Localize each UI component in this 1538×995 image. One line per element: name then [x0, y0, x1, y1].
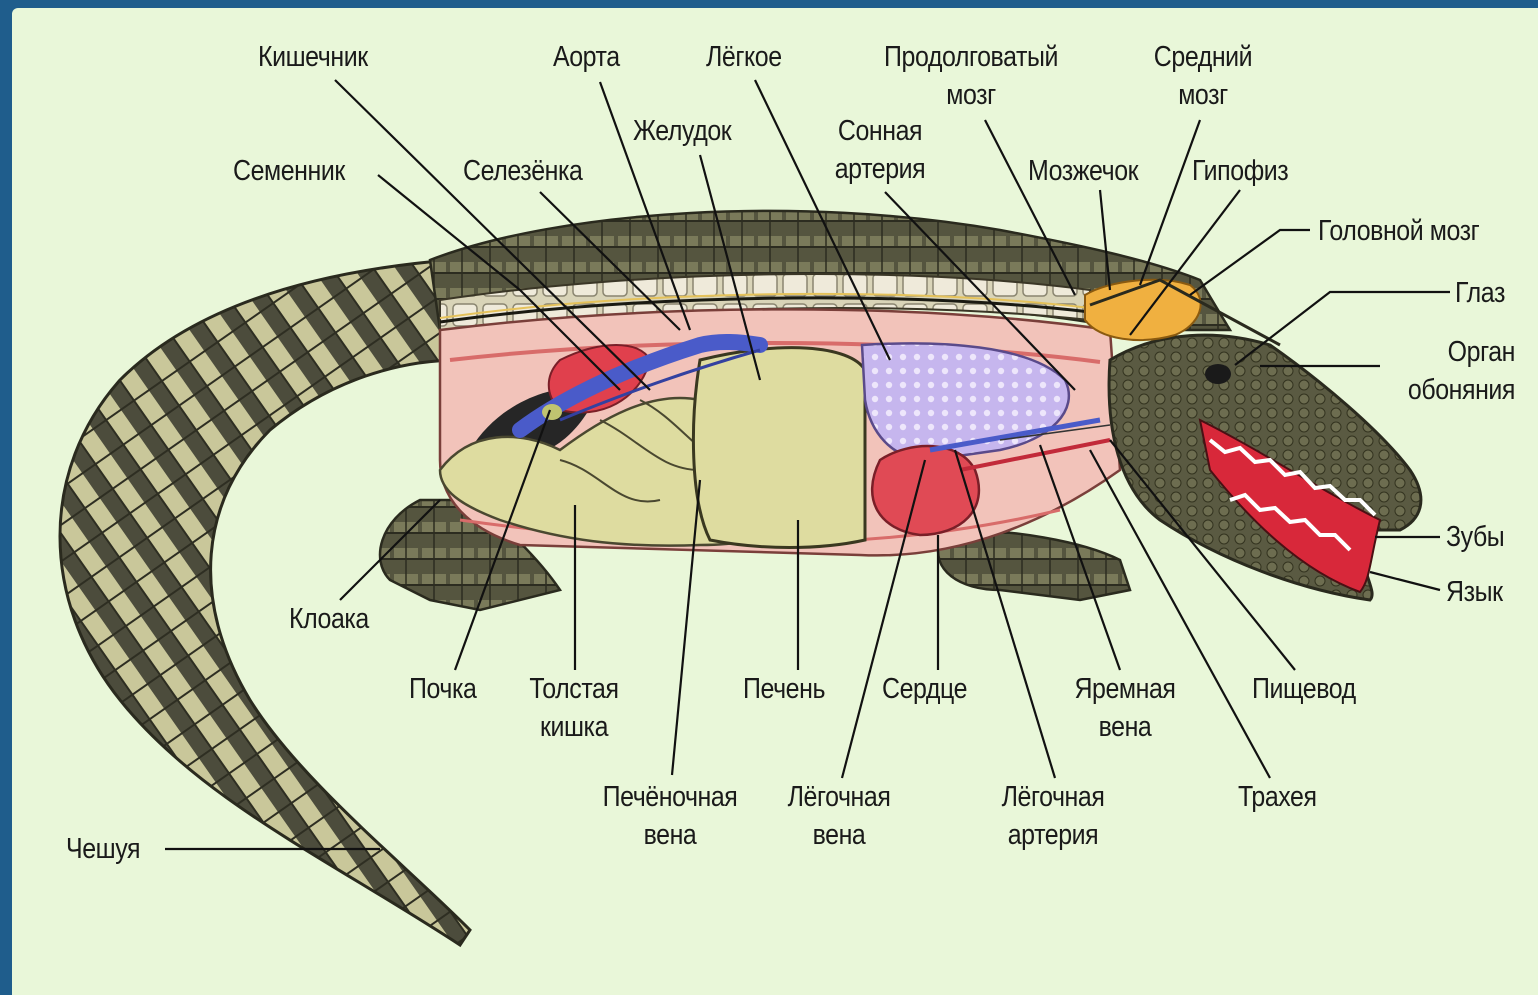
label-yazyk: Язык — [1446, 573, 1503, 611]
label-mozzhechok: Мозжечок — [1028, 152, 1138, 190]
label-kishechnik: Кишечник — [258, 38, 368, 76]
label-pishchevod: Пищевод — [1252, 670, 1356, 708]
label-zheludok: Желудок — [633, 112, 731, 150]
label-pechen: Печень — [743, 670, 825, 708]
label-gipofiz: Гипофиз — [1192, 152, 1288, 190]
label-trakheya: Трахея — [1238, 778, 1317, 816]
label-cheshuya: Чешуя — [66, 830, 140, 868]
label-kloaka: Клоака — [289, 600, 369, 638]
label-aorta: Аорта — [553, 38, 620, 76]
label-legkoe: Лёгкое — [706, 38, 782, 76]
label-serdce: Сердце — [882, 670, 967, 708]
label-pochka: Почка — [409, 670, 476, 708]
label-selezenka: Селезёнка — [463, 152, 582, 190]
label-zuby: Зубы — [1446, 518, 1504, 556]
label-glaz: Глаз — [1455, 274, 1505, 312]
label-golovnoy-mozg: Головной мозг — [1318, 212, 1479, 250]
label-semennik: Семенник — [233, 152, 345, 190]
